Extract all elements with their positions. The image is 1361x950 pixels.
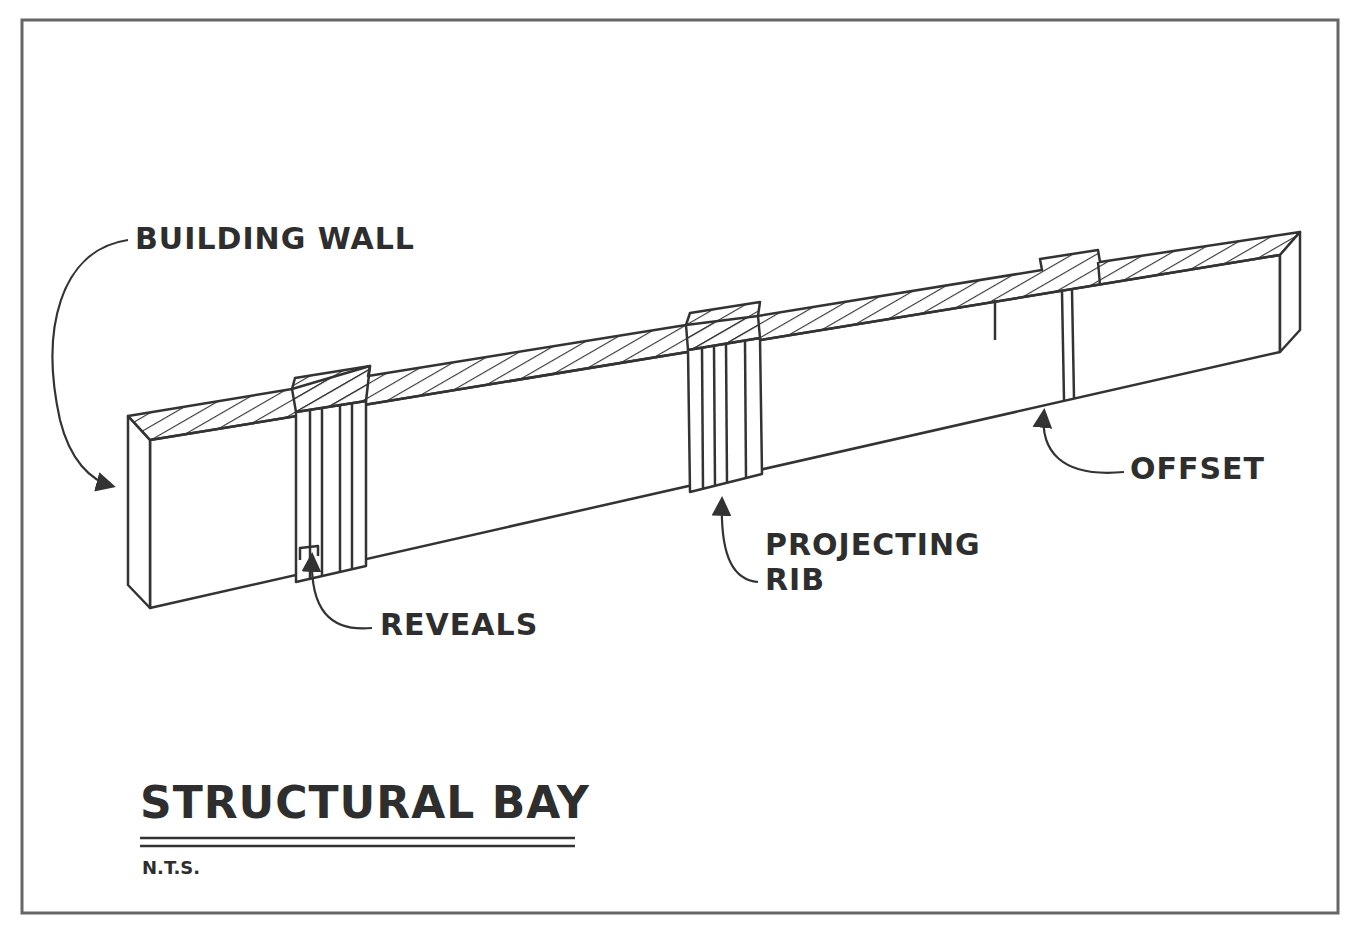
leader-lines: [53, 240, 1124, 628]
scale-note: N.T.S.: [142, 858, 262, 879]
wall-drawing: [128, 232, 1300, 608]
sheet-border: [22, 20, 1338, 913]
part-label: PROJECTING RIB: [765, 528, 1015, 597]
part-label: OFFSET: [1130, 452, 1330, 487]
part-label: BUILDING WALL: [135, 222, 495, 257]
drawing-title: STRUCTURAL BAY: [140, 778, 600, 829]
title-underline: [140, 838, 575, 846]
part-label: REVEALS: [380, 608, 600, 643]
